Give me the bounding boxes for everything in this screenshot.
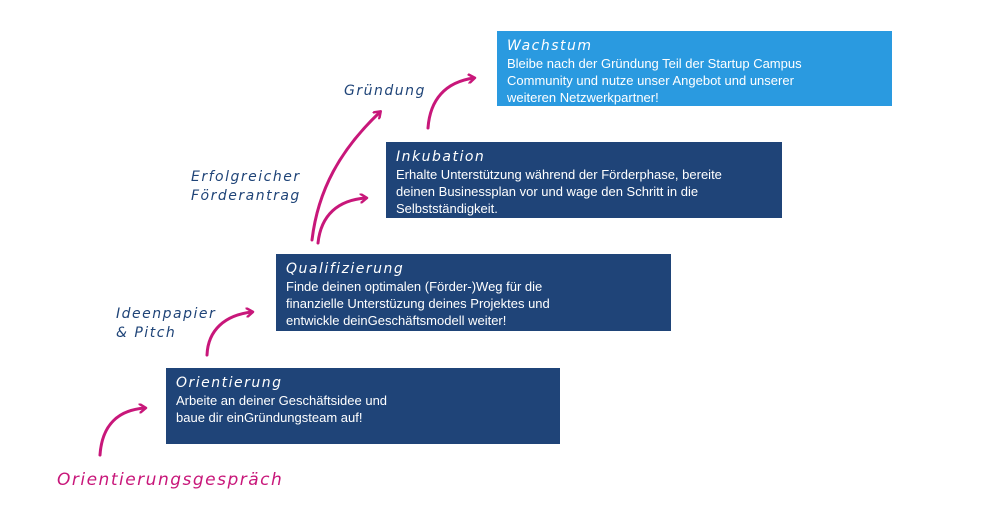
label-line: Ideenpapier bbox=[116, 306, 217, 322]
step-qualifizierung: Qualifizierung Finde deinen optimalen (F… bbox=[276, 254, 671, 331]
text-line: finanzielle Unterstüzung deines Projekte… bbox=[286, 296, 550, 311]
step-wachstum-title: Wachstum bbox=[507, 38, 593, 54]
label-foerderantrag: Erfolgreicher Förderantrag bbox=[191, 168, 301, 206]
step-wachstum-text: Bleibe nach der Gründung Teil der Startu… bbox=[507, 55, 882, 106]
step-orientierung-title: Orientierung bbox=[176, 375, 283, 391]
text-line: Arbeite an deiner Geschäftsidee und bbox=[176, 393, 388, 408]
arrow-to-orientierung bbox=[98, 408, 145, 457]
label-orientierungsgespraech: Orientierungsgespräch bbox=[57, 470, 284, 490]
text-line: Finde deinen optimalen (Förder-)Weg für … bbox=[286, 279, 543, 294]
text-line: Erhalte Unterstützung während der Förder… bbox=[396, 167, 722, 182]
label-line: & Pitch bbox=[116, 325, 177, 341]
step-qualifizierung-text: Finde deinen optimalen (Förder-)Weg für … bbox=[286, 278, 661, 329]
arrow-to-wachstum bbox=[426, 78, 474, 130]
text-line: entwickle deinGeschäftsmodell weiter! bbox=[286, 313, 507, 328]
text-line: Selbstständigkeit. bbox=[396, 201, 498, 216]
text-line: weiteren Netzwerkpartner! bbox=[507, 90, 659, 105]
label-line: Erfolgreicher bbox=[191, 169, 301, 185]
text-line: deinen Businessplan vor und wage den Sch… bbox=[396, 184, 699, 199]
step-inkubation-text: Erhalte Unterstützung während der Förder… bbox=[396, 166, 772, 217]
arrow-gruendung bbox=[310, 112, 380, 242]
step-orientierung: Orientierung Arbeite an deiner Geschäfts… bbox=[166, 368, 560, 444]
step-inkubation: Inkubation Erhalte Unterstützung während… bbox=[386, 142, 782, 218]
label-gruendung: Gründung bbox=[344, 83, 426, 99]
arrow-to-inkubation bbox=[316, 198, 366, 245]
label-ideenpapier-pitch: Ideenpapier & Pitch bbox=[116, 305, 216, 343]
step-inkubation-title: Inkubation bbox=[396, 149, 486, 165]
arrow-to-qualifizierung bbox=[205, 312, 252, 357]
text-line: Community und nutze unser Angebot und un… bbox=[507, 73, 794, 88]
label-line: Förderantrag bbox=[191, 188, 301, 204]
step-qualifizierung-title: Qualifizierung bbox=[286, 261, 405, 277]
text-line: Bleibe nach der Gründung Teil der Startu… bbox=[507, 56, 802, 71]
step-orientierung-text: Arbeite an deiner Geschäftsidee und baue… bbox=[176, 392, 550, 426]
step-wachstum: Wachstum Bleibe nach der Gründung Teil d… bbox=[497, 31, 892, 106]
text-line: baue dir einGründungsteam auf! bbox=[176, 410, 363, 425]
